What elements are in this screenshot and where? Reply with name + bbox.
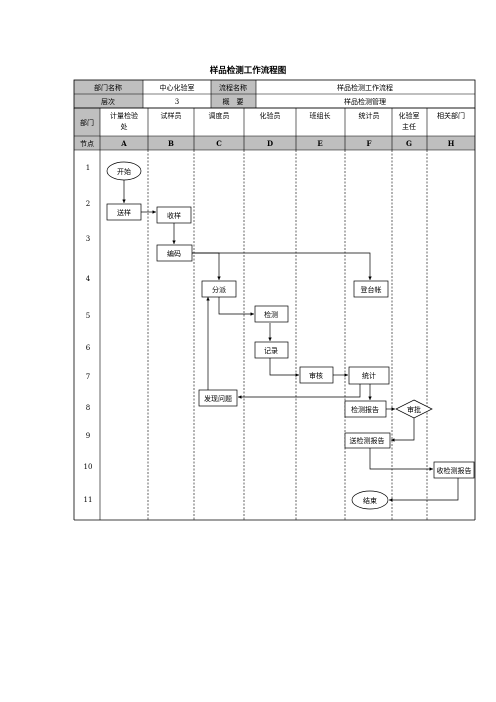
approve-label: 审批 (407, 405, 421, 414)
test-node (254, 305, 289, 323)
receive-sample-node (156, 206, 192, 224)
review-node (299, 366, 334, 384)
receive-report-label: 收检测报告 (437, 466, 472, 475)
row-number-3: 3 (86, 235, 90, 243)
column-letter-d: D (267, 139, 273, 148)
column-name-g: 主任 (402, 122, 416, 131)
row-number-8: 8 (86, 404, 90, 412)
start-label: 开始 (117, 167, 131, 176)
dept-label: 部门名称 (94, 83, 122, 92)
column-letter-f: F (367, 139, 372, 148)
column-letter-h: H (448, 139, 455, 148)
test-report-node (344, 400, 387, 418)
column-name-c: 调度员 (209, 111, 230, 120)
row-number-10: 10 (84, 463, 93, 471)
code-node (156, 244, 193, 262)
level-value: 3 (175, 98, 179, 106)
column-letter-e: E (317, 139, 322, 148)
test-label: 检测 (264, 310, 278, 319)
flow-value: 样品检测工作流程 (337, 83, 393, 92)
start-node (106, 161, 142, 181)
flow-label: 流程名称 (219, 83, 247, 92)
summary-value: 样品检测管理 (344, 97, 386, 106)
summary-label: 概 要 (223, 97, 244, 106)
column-letter-g: G (406, 139, 412, 148)
issue-label: 发现问题 (204, 394, 232, 403)
flow-connectors (122, 180, 459, 502)
dispatch-label: 分派 (212, 285, 226, 294)
row-number-5: 5 (86, 312, 90, 320)
column-name-a: 计量检验 (110, 111, 138, 120)
approve-node (395, 399, 433, 419)
receive-sample-label: 收样 (167, 211, 181, 220)
column-name-e: 班组长 (310, 111, 331, 120)
register-label: 登台帐 (361, 285, 382, 294)
row-number-4: 4 (86, 275, 91, 283)
record-node (254, 341, 289, 359)
column-name-f: 统计员 (359, 111, 380, 120)
column-name-b: 试样员 (161, 111, 182, 120)
column-name-g: 化验室 (399, 111, 420, 120)
code-label: 编码 (167, 249, 181, 258)
dept-value: 中心化验室 (160, 83, 195, 92)
send-report-label: 送检测报告 (350, 436, 385, 445)
row-number-1: 1 (86, 164, 90, 172)
send-sample-node (106, 203, 142, 221)
column-letter-a: A (120, 139, 127, 148)
column-letter-c: C (216, 139, 222, 148)
dispatch-node (201, 280, 237, 298)
receive-report-node (433, 461, 475, 479)
issue-node (198, 389, 238, 407)
test-report-label: 检测报告 (351, 405, 379, 414)
row-number-6: 6 (86, 344, 91, 352)
lane-grid (73, 107, 476, 521)
page-title: 样品检测工作流程图 (209, 66, 287, 76)
record-label: 记录 (264, 347, 278, 355)
send-report-node (344, 432, 391, 449)
register-node (353, 280, 389, 298)
row-number-11: 11 (84, 496, 93, 504)
column-name-h: 相关部门 (437, 111, 465, 120)
row-number-9: 9 (86, 432, 90, 440)
end-node (351, 490, 389, 510)
row-number-7: 7 (86, 373, 90, 381)
row-number-2: 2 (86, 200, 90, 208)
column-name-d: 化验员 (260, 111, 281, 120)
column-letter-b: B (168, 139, 174, 148)
statistics-label: 统计 (362, 371, 376, 380)
send-sample-label: 送样 (117, 208, 131, 217)
level-label: 层次 (101, 97, 115, 106)
column-name-a: 处 (121, 122, 128, 131)
review-label: 审核 (309, 371, 323, 380)
node-header: 节点 (80, 140, 94, 148)
end-label: 结束 (363, 496, 377, 505)
dept-header: 部门 (80, 118, 94, 127)
statistics-node (348, 366, 390, 385)
